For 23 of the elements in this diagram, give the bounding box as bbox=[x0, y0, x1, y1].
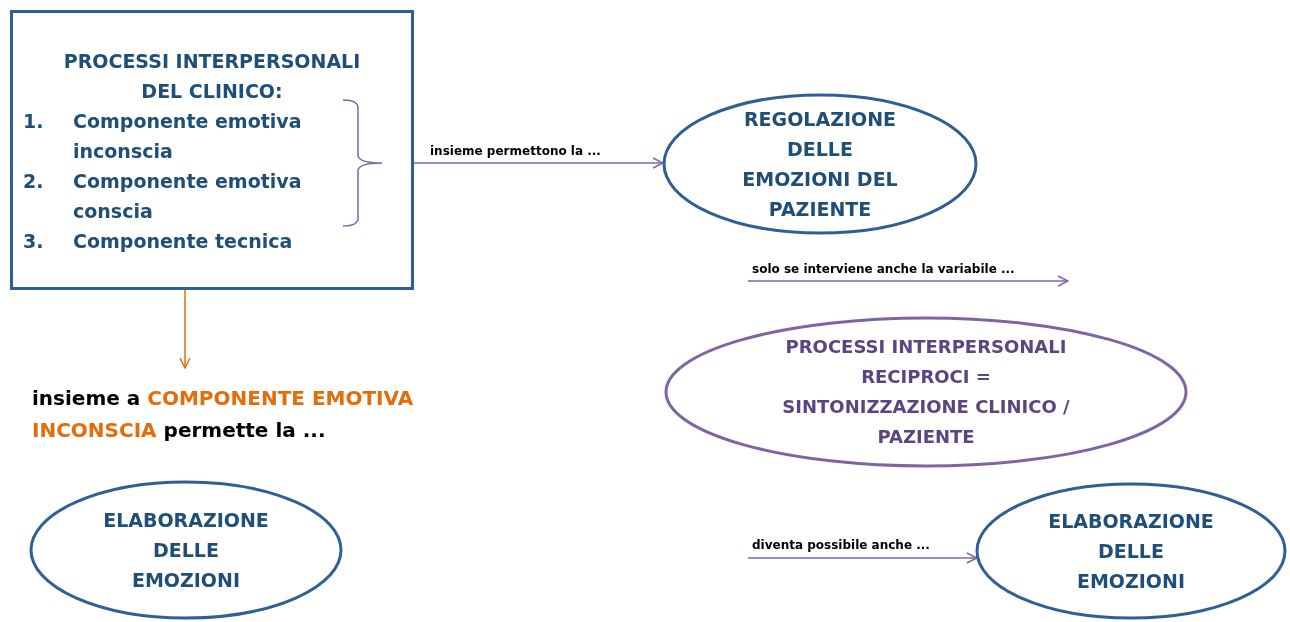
list-item: Componente tecnica bbox=[73, 229, 294, 254]
arrow bbox=[413, 157, 664, 169]
list-number: 1. bbox=[23, 109, 44, 134]
arrow bbox=[179, 289, 191, 369]
ellipse-node bbox=[29, 480, 343, 620]
process-box bbox=[10, 10, 414, 290]
edge-label: insieme permettono la ... bbox=[428, 144, 603, 158]
list-item: Componente emotiva conscia bbox=[73, 169, 303, 224]
list-number: 2. bbox=[23, 169, 44, 194]
edge-label: diventa possibile anche ... bbox=[750, 538, 932, 552]
ellipse-node bbox=[662, 93, 978, 235]
ellipse-node bbox=[664, 316, 1188, 468]
node-label: PROCESSI INTERPERSONALI RECIPROCI = SINTONIZZAZIONE CLINICO / PAZIENTE bbox=[781, 335, 1071, 449]
arrow-caption: solo se interviene anche la variabile ... bbox=[750, 262, 1017, 276]
node-label: REGOLAZIONE DELLE EMOZIONI DEL PAZIENTE bbox=[741, 107, 899, 222]
node-label: ELABORAZIONE DELLE EMOZIONI bbox=[102, 508, 270, 593]
ellipse-node bbox=[975, 482, 1287, 620]
node-label: ELABORAZIONE DELLE EMOZIONI bbox=[1047, 509, 1215, 594]
list-number: 3. bbox=[23, 229, 44, 254]
arrow bbox=[747, 552, 978, 564]
note-text: insieme a COMPONENTE EMOTIVA INCONSCIA permette la ... bbox=[32, 385, 415, 444]
list-item: Componente emotiva inconscia bbox=[73, 109, 303, 164]
box-heading: PROCESSI INTERPERSONALI DEL CLINICO: bbox=[62, 49, 362, 104]
